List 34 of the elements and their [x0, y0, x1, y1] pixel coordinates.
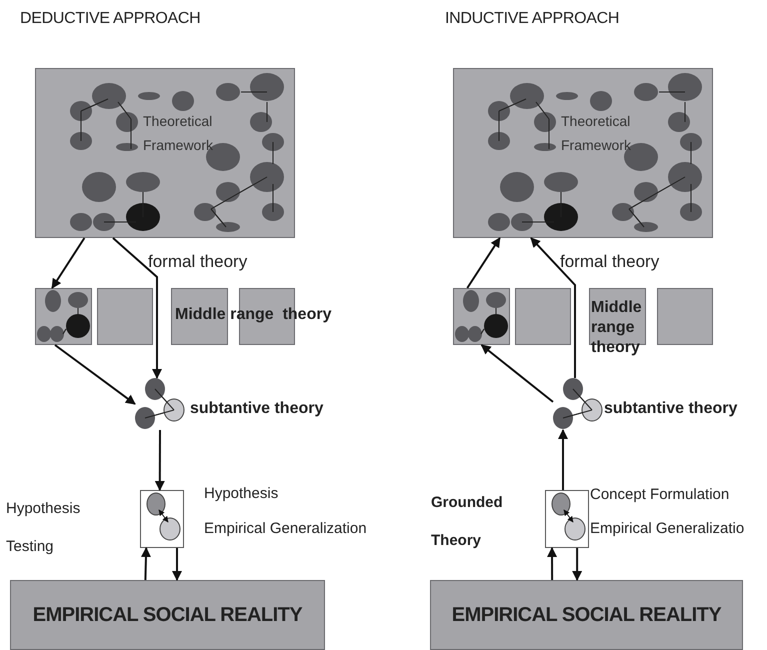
arrow	[480, 344, 554, 403]
arrow	[547, 547, 558, 580]
stage-label: Hypothesis	[204, 485, 278, 502]
stage-label: Empirical Generalization	[204, 520, 367, 537]
theory-label: subtantive theory	[604, 400, 738, 418]
arrow	[154, 430, 165, 491]
arrow	[140, 547, 151, 580]
theory-label: formal theory	[560, 252, 660, 272]
arrow	[172, 548, 182, 581]
arrow	[112, 237, 162, 379]
arrow	[572, 548, 582, 581]
arrow	[530, 237, 576, 378]
arrow	[466, 237, 501, 289]
approach-title: INDUCTIVE APPROACH	[445, 10, 620, 28]
reality-panel	[10, 580, 325, 650]
theory-label: subtantive theory	[190, 400, 324, 418]
framework-label: Theoretical Framework	[143, 112, 214, 155]
theory-box	[97, 288, 153, 345]
theory-box	[657, 288, 713, 345]
reality-label: EMPIRICAL SOCIAL REALITY	[32, 604, 302, 626]
framework-label: Theoretical Framework	[561, 112, 632, 155]
arrow	[54, 344, 136, 405]
reality-panel	[430, 580, 743, 650]
stage-label: Hypothesis Testing	[6, 499, 82, 557]
arrow	[558, 429, 568, 490]
theory-box	[171, 288, 228, 345]
stage-label: Empirical Generalizatio	[590, 520, 744, 537]
stage-label: Concept Formulation	[590, 486, 730, 503]
stage-label: Grounded Theory	[431, 493, 504, 551]
approach-title: DEDUCTIVE APPROACH	[20, 10, 200, 28]
theory-label: formal theory	[148, 252, 248, 272]
arrow	[51, 237, 86, 289]
theory-box	[515, 288, 571, 345]
reality-label: EMPIRICAL SOCIAL REALITY	[452, 604, 722, 626]
